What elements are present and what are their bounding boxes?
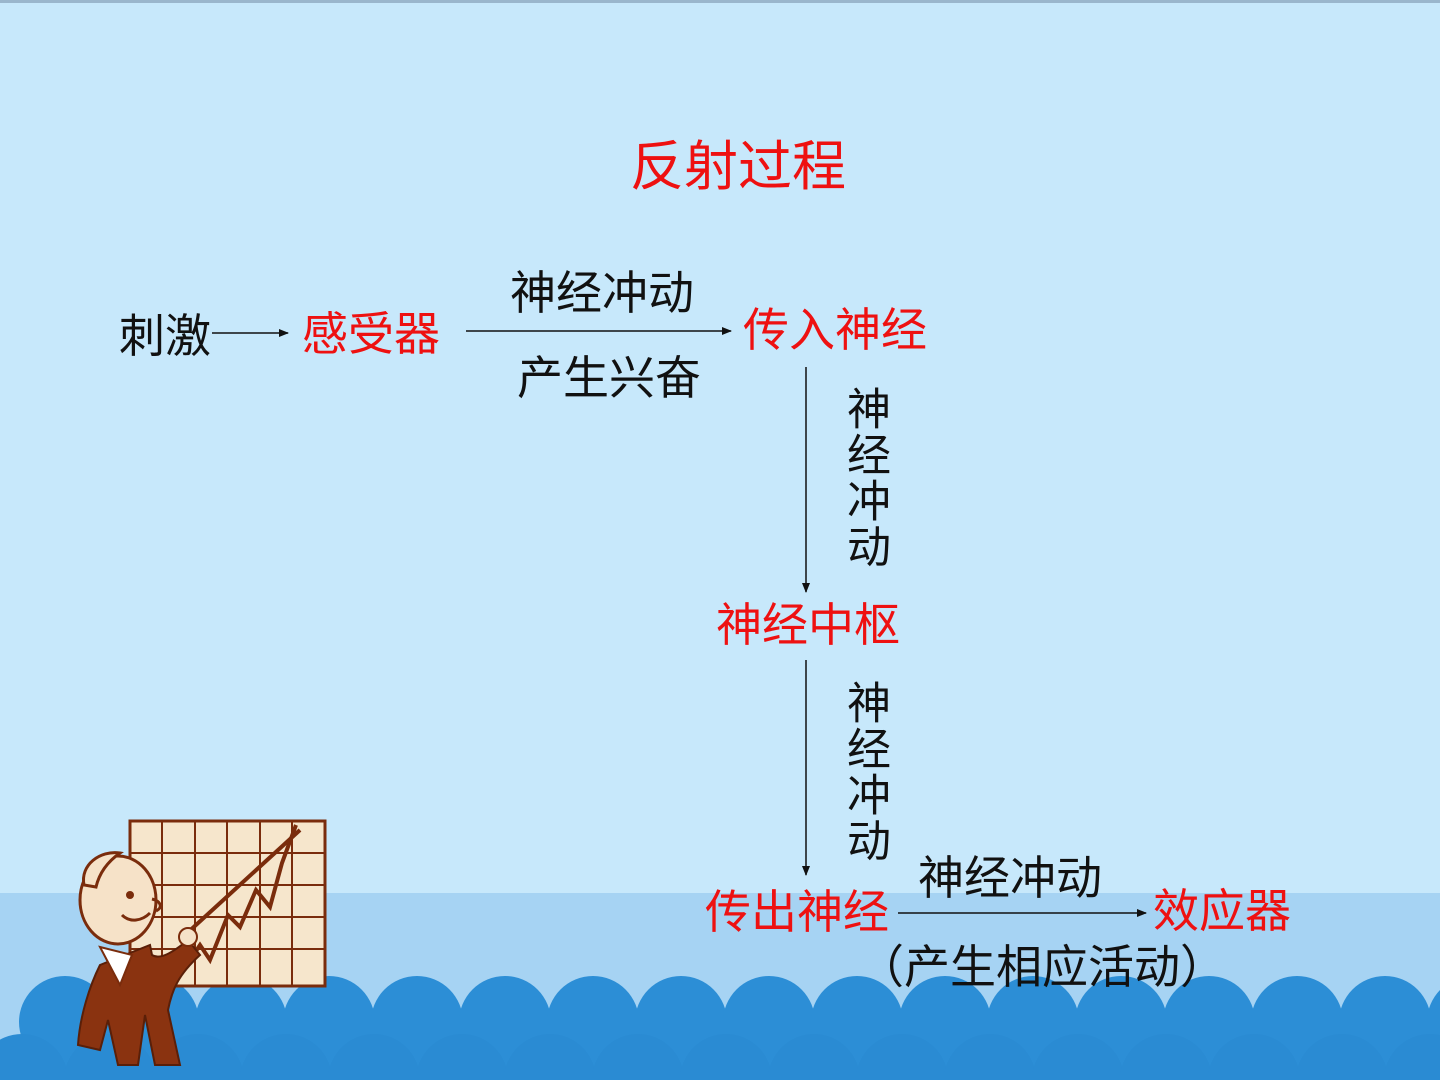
label-impulse-vertical-1: 神经冲动 [839,386,890,570]
label-impulse-vertical-2: 神经冲动 [839,680,890,864]
presenter-clipart [76,819,327,1066]
label-impulse-top: 神经冲动 [510,266,694,320]
node-stimulus: 刺激 [119,309,211,363]
slide-title: 反射过程 [630,135,846,198]
wave-circle [1384,1034,1440,1080]
wave-circle [680,1034,772,1080]
wave-circle [856,1034,948,1080]
wave-circle [768,1034,860,1080]
wave-circle [240,1034,332,1080]
wave-circle [1032,1034,1124,1080]
wave-circle [944,1034,1036,1080]
wave-circle [416,1034,508,1080]
label-impulse-bottom: 神经冲动 [918,851,1102,905]
node-afferent-nerve: 传入神经 [743,303,927,357]
node-effector: 效应器 [1153,884,1291,938]
node-receptor: 感受器 [302,307,440,361]
wave-circle [328,1034,420,1080]
wave-circle [1208,1034,1300,1080]
label-excitation: 产生兴奋 [517,351,701,405]
node-nerve-center: 神经中枢 [716,598,900,652]
wave-circle [1296,1034,1388,1080]
presenter-icon [76,828,302,1066]
wave-circle [0,1034,68,1080]
wave-circle [592,1034,684,1080]
wave-circle [504,1034,596,1080]
label-activity: （产生相应活动） [858,940,1226,994]
wave-circle [1120,1034,1212,1080]
node-efferent-nerve: 传出神经 [705,885,889,939]
